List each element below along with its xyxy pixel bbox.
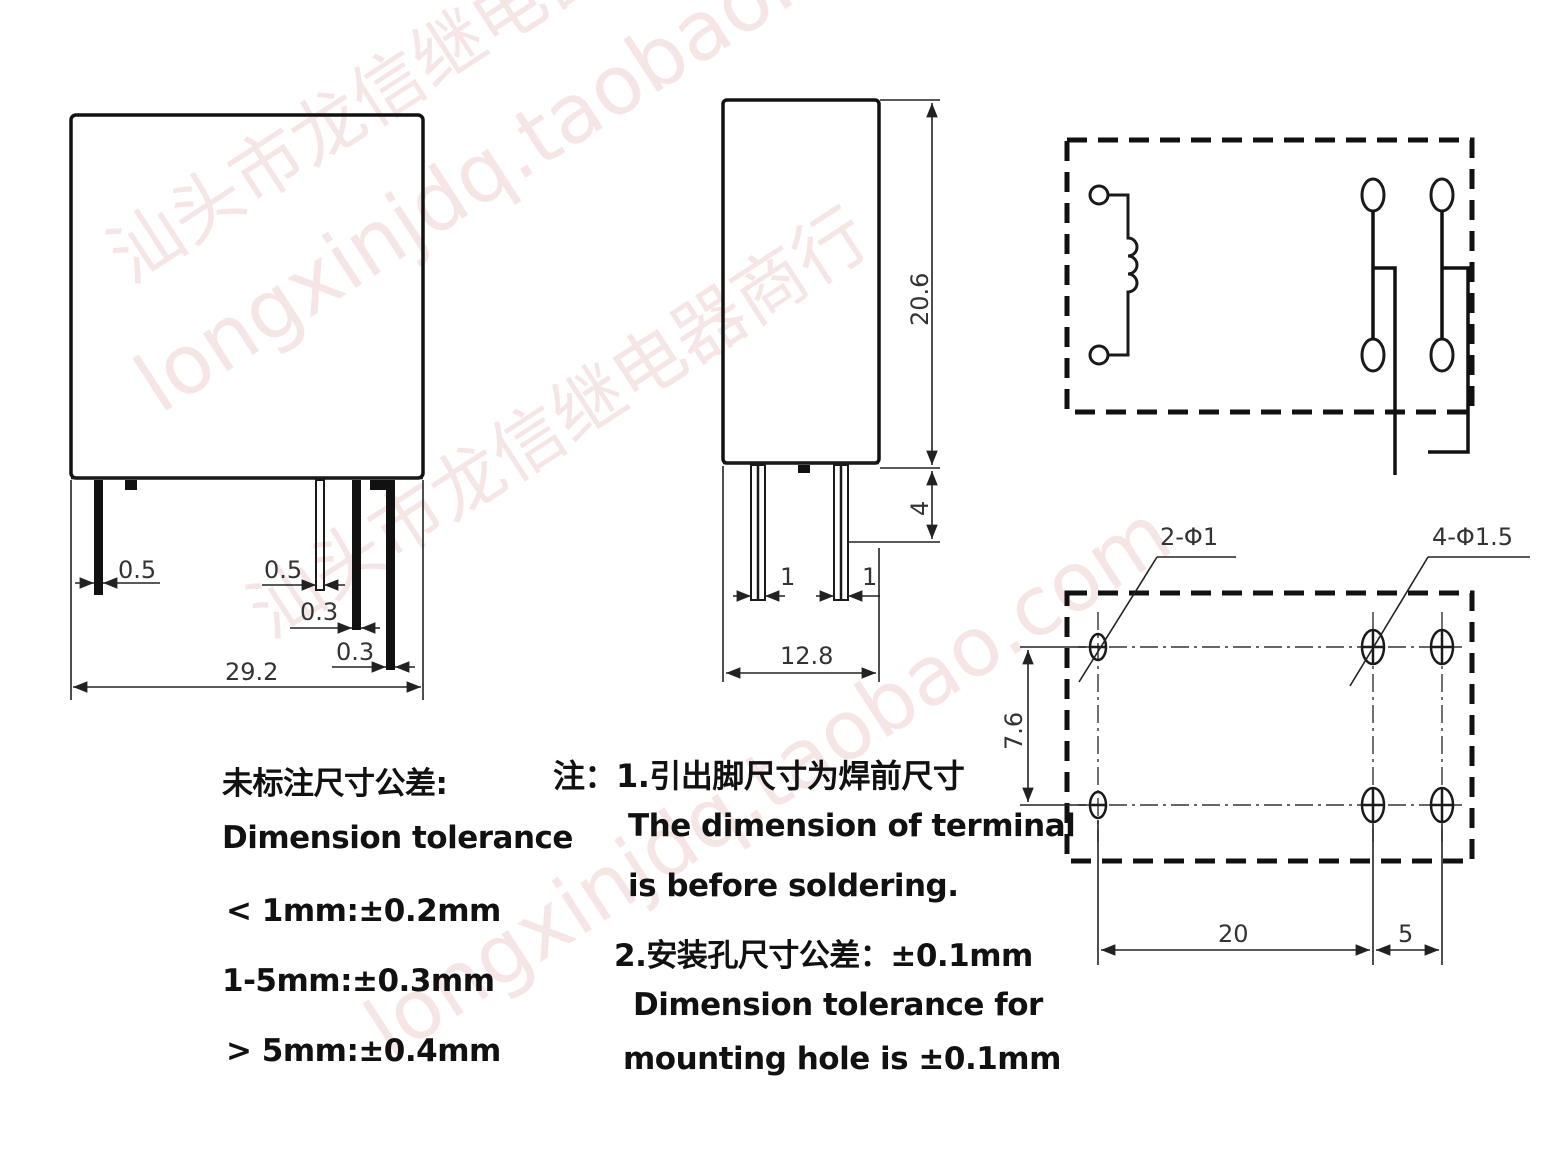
side-dim-depth: 12.8 [780,642,833,670]
schematic-view [1064,137,1475,475]
note-2-en-a: Dimension tolerance for [633,987,1043,1023]
front-dim-spacing-a: 0.3 [300,598,338,626]
side-dim-pin-length: 4 [906,501,934,516]
note-2-cn: 2.安装孔尺寸公差：±0.1mm [614,938,1033,974]
hole-large-2 [1429,628,1455,666]
side-view: 20.6 4 1 1 12.8 [721,98,940,682]
note-2-en-b: mounting hole is ±0.1mm [623,1041,1061,1077]
side-dim-pin-width-a: 1 [780,563,795,591]
note-1-cn: 注：1.引出脚尺寸为焊前尺寸 [553,757,965,795]
coil-symbol [1088,184,1139,366]
tolerance-line-3: > 5mm:±0.4mm [226,1033,501,1069]
pcb-layout-view: 2-Φ1 4-Φ1.5 7.6 20 5 [1000,523,1530,965]
hole-small-1 [1088,632,1108,662]
front-dim-spacing-b: 0.3 [336,638,374,666]
pcb-label-small-holes: 2-Φ1 [1160,523,1218,551]
note-1-en-b: is before soldering. [628,868,959,904]
tolerance-line-1: < 1mm:±0.2mm [226,893,501,929]
pcb-dim-row-spacing: 7.6 [1000,712,1028,750]
tolerance-line-2: 1-5mm:±0.3mm [222,963,495,999]
pcb-dim-coil-to-contact: 20 [1218,920,1249,948]
front-pin-4 [386,480,395,670]
front-dim-overall-width: 29.2 [225,658,278,686]
front-pin-2 [315,479,325,591]
side-dim-pin-width-b: 1 [862,563,877,591]
note-1-en-a: The dimension of terminal [628,808,1076,844]
pcb-outline [1064,590,1475,864]
tolerance-title-en: Dimension tolerance [222,820,573,856]
front-dim-pin-width-right: 0.5 [264,556,302,584]
contact-symbol [1360,177,1470,475]
front-view: 0.5 0.5 0.3 0.3 29.2 [69,113,425,700]
hole-large-3 [1360,786,1386,824]
side-dim-height: 20.6 [906,273,934,326]
front-pin-3 [352,480,361,630]
pcb-label-large-holes: 4-Φ1.5 [1432,523,1513,551]
tolerance-title-cn: 未标注尺寸公差: [222,766,448,802]
front-dim-pin-width-left: 0.5 [118,556,156,584]
front-pin-1 [94,480,103,595]
pcb-dim-contact-spacing: 5 [1398,920,1413,948]
hole-small-2 [1088,790,1108,820]
hole-large-4 [1429,786,1455,824]
schematic-outline [1064,137,1475,415]
